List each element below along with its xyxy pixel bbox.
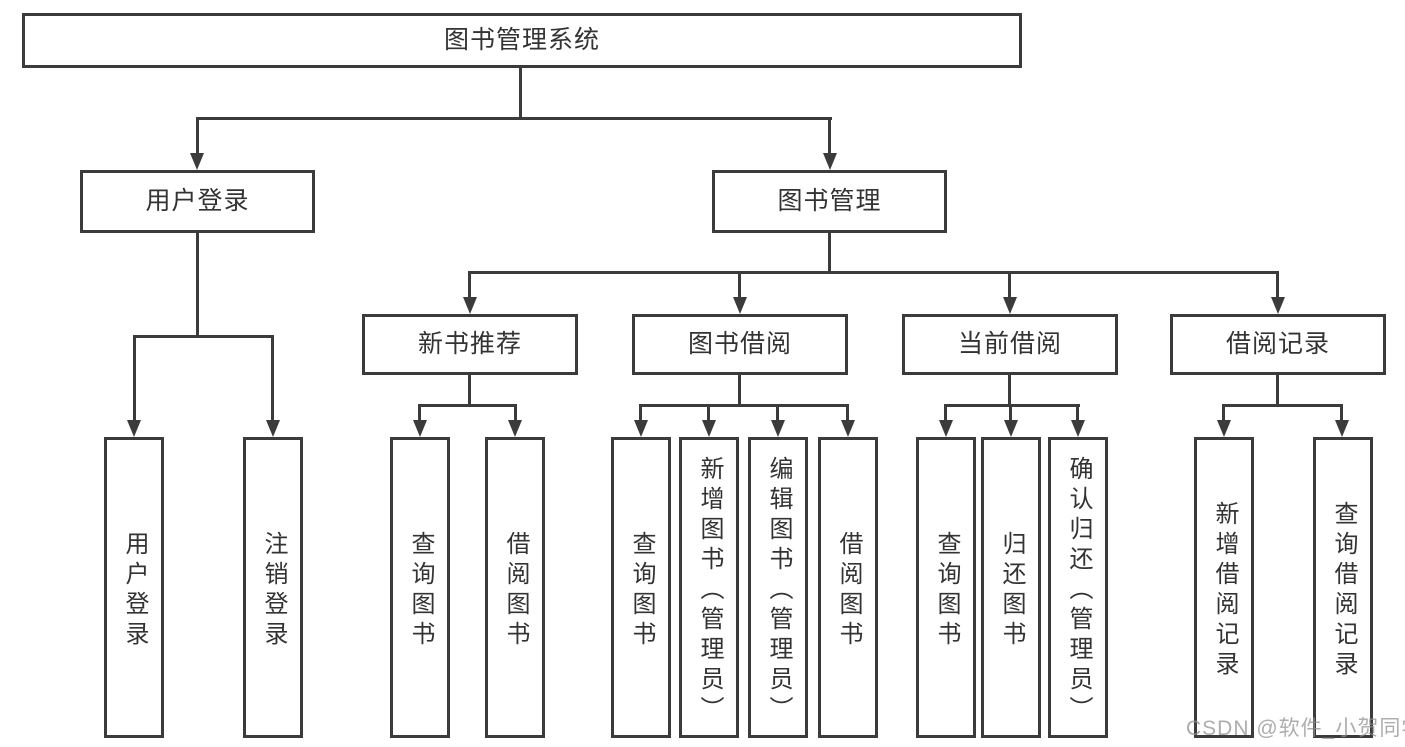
leaf-current-query-books-label: 查询图书: [933, 530, 960, 651]
leaf-borrow-query-books: 查询图书: [611, 437, 671, 738]
connector-line: [196, 233, 199, 338]
node-book-borrow-label: 图书借阅: [687, 330, 792, 358]
connector-line: [1222, 404, 1343, 407]
arrowhead-icon: [1335, 420, 1349, 437]
arrowhead-icon: [939, 420, 953, 437]
leaf-current-query-books: 查询图书: [916, 437, 976, 738]
connector-line: [1008, 375, 1011, 406]
connector-line: [1276, 271, 1279, 299]
connector-line: [846, 404, 849, 422]
connector-line: [519, 68, 522, 119]
arrowhead-icon: [266, 420, 280, 437]
leaf-add-borrow-record: 新增借阅记录: [1194, 437, 1254, 738]
leaf-confirm-return-admin: 确认归还（管理员）: [1048, 437, 1108, 738]
connector-line: [738, 375, 741, 406]
connector-line: [1340, 404, 1343, 422]
node-new-book-recommend-label: 新书推荐: [417, 330, 522, 358]
arrowhead-icon: [841, 420, 855, 437]
connector-line: [418, 404, 421, 422]
connector-line: [1008, 271, 1011, 299]
connector-line: [828, 233, 831, 273]
leaf-borrow-query-books-label: 查询图书: [628, 530, 655, 651]
leaf-return-book-label: 归还图书: [998, 530, 1025, 651]
arrowhead-icon: [1217, 420, 1231, 437]
node-book-borrow: 图书借阅: [632, 314, 848, 375]
connector-line: [468, 271, 471, 299]
connector-line: [707, 404, 710, 422]
node-borrow-records-label: 借阅记录: [1225, 330, 1330, 358]
leaf-add-book-admin: 新增图书（管理员）: [679, 437, 739, 738]
csdn-watermark: CSDN @软件_小贺同学: [1186, 717, 1405, 740]
node-current-borrow-label: 当前借阅: [957, 330, 1062, 358]
leaf-return-book: 归还图书: [981, 437, 1041, 738]
leaf-query-borrow-record: 查询借阅记录: [1313, 437, 1373, 738]
connector-line: [944, 404, 1080, 407]
leaf-recommend-query-books: 查询图书: [390, 437, 450, 738]
node-user-login-label: 用户登录: [145, 187, 250, 215]
connector-line: [1009, 404, 1012, 422]
connector-line: [468, 375, 471, 406]
node-new-book-recommend: 新书推荐: [362, 314, 578, 375]
leaf-query-borrow-record-label: 查询借阅记录: [1330, 500, 1357, 681]
connector-line: [828, 117, 831, 155]
connector-line: [133, 335, 274, 338]
leaf-recommend-query-books-label: 查询图书: [407, 530, 434, 651]
connector-line: [468, 271, 1279, 274]
leaf-borrow-books-label: 借阅图书: [835, 530, 862, 651]
connector-line: [418, 404, 517, 407]
connector-line: [1222, 404, 1225, 422]
arrowhead-icon: [1003, 297, 1017, 314]
leaf-edit-book-admin: 编辑图书（管理员）: [748, 437, 808, 738]
leaf-confirm-return-admin-label: 确认归还（管理员）: [1065, 455, 1092, 726]
node-book-management-label: 图书管理: [777, 187, 882, 215]
arrowhead-icon: [702, 420, 716, 437]
arrowhead-icon: [508, 420, 522, 437]
connector-line: [271, 335, 274, 422]
node-borrow-records: 借阅记录: [1170, 314, 1386, 375]
connector-line: [776, 404, 779, 422]
leaf-logout: 注销登录: [243, 437, 303, 738]
leaf-user-login-label: 用户登录: [121, 530, 148, 651]
arrowhead-icon: [413, 420, 427, 437]
leaf-user-login: 用户登录: [104, 437, 164, 738]
leaf-recommend-borrow-books-label: 借阅图书: [502, 530, 529, 651]
node-current-borrow: 当前借阅: [902, 314, 1118, 375]
connector-line: [738, 271, 741, 299]
leaf-recommend-borrow-books: 借阅图书: [485, 437, 545, 738]
leaf-edit-book-admin-label: 编辑图书（管理员）: [765, 455, 792, 726]
node-system-root: 图书管理系统: [22, 13, 1022, 68]
arrowhead-icon: [771, 420, 785, 437]
leaf-logout-label: 注销登录: [260, 530, 287, 651]
connector-line: [944, 404, 947, 422]
arrowhead-icon: [1071, 420, 1085, 437]
connector-line: [514, 404, 517, 422]
arrowhead-icon: [823, 153, 837, 170]
arrowhead-icon: [1004, 420, 1018, 437]
leaf-add-book-admin-label: 新增图书（管理员）: [696, 455, 723, 726]
node-system-root-label: 图书管理系统: [443, 26, 600, 54]
connector-line: [639, 404, 848, 407]
connector-line: [1276, 375, 1279, 406]
connector-line: [196, 117, 199, 155]
leaf-borrow-books: 借阅图书: [818, 437, 878, 738]
leaf-add-borrow-record-label: 新增借阅记录: [1211, 500, 1238, 681]
arrowhead-icon: [733, 297, 747, 314]
connector-line: [133, 335, 136, 422]
node-user-login: 用户登录: [80, 170, 315, 233]
arrowhead-icon: [1271, 297, 1285, 314]
arrowhead-icon: [634, 420, 648, 437]
connector-line: [196, 117, 832, 120]
connector-line: [639, 404, 642, 422]
arrowhead-icon: [190, 153, 204, 170]
arrowhead-icon: [127, 420, 141, 437]
node-book-management: 图书管理: [712, 170, 947, 233]
arrowhead-icon: [463, 297, 477, 314]
connector-line: [1076, 404, 1079, 422]
